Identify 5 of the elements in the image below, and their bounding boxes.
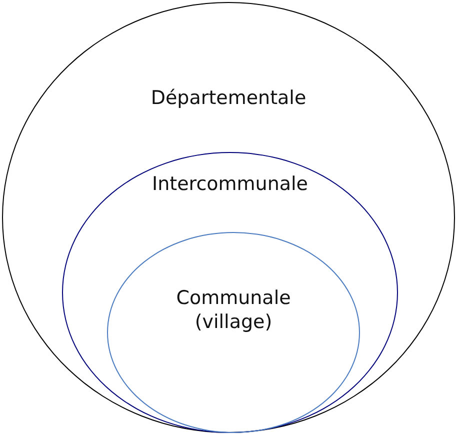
level-ellipse <box>107 232 360 433</box>
level-label: Départementale <box>150 87 306 111</box>
level-label: Intercommunale <box>152 173 308 197</box>
level-ellipse <box>62 152 398 433</box>
level-label: Communale (village) <box>175 287 292 334</box>
